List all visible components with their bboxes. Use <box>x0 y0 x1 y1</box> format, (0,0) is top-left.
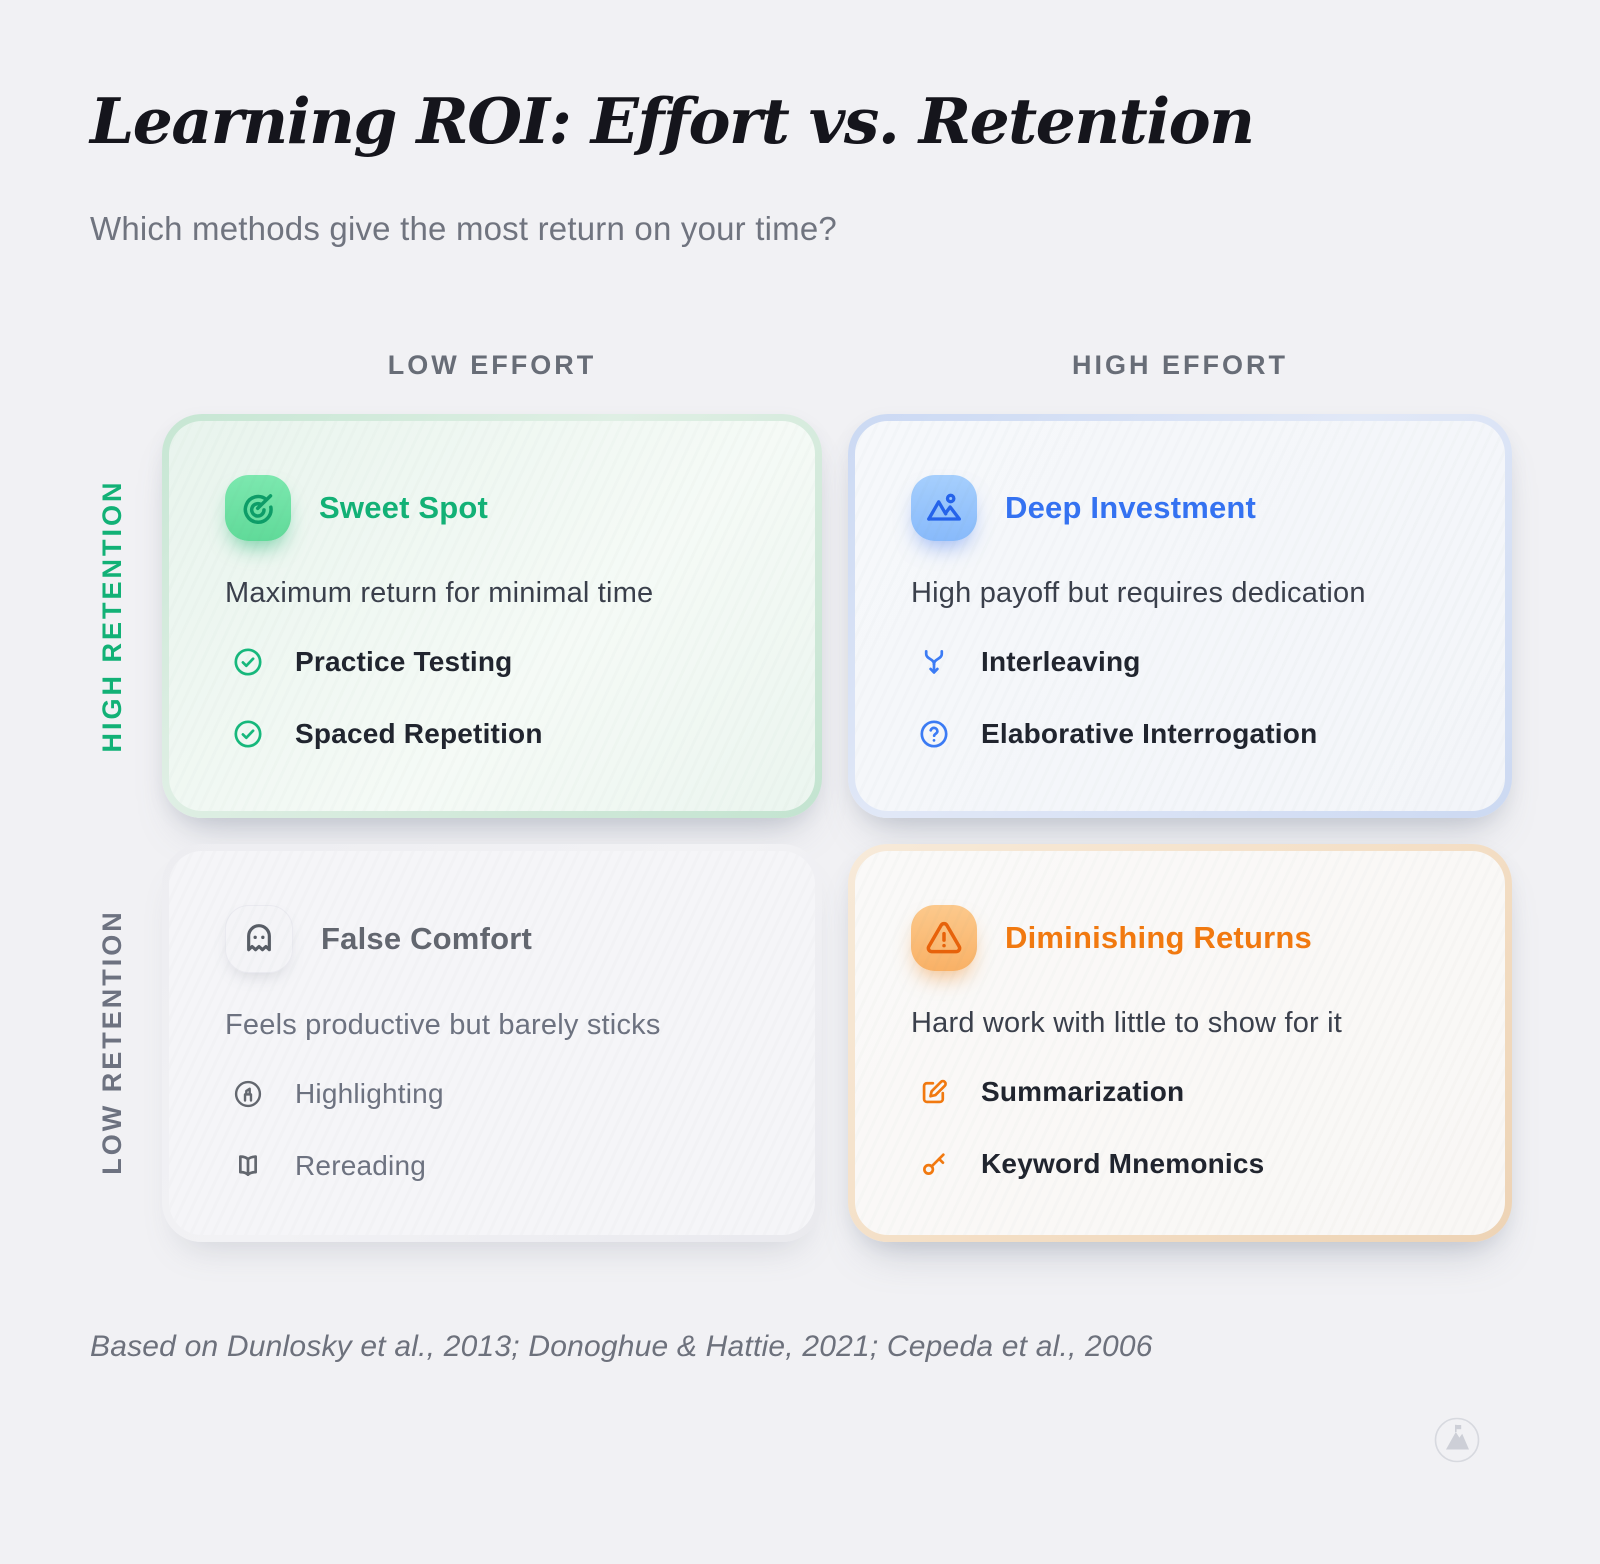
quadrant-card-deep-investment: Deep Investment High payoff but requires… <box>848 414 1512 818</box>
quadrant-card-sweet-spot: Sweet Spot Maximum return for minimal ti… <box>162 414 822 818</box>
source-citation: Based on Dunlosky et al., 2013; Donoghue… <box>90 1330 1153 1363</box>
check-circle-icon <box>234 648 262 676</box>
edit-note-icon <box>922 1079 947 1104</box>
quadrant-description: Feels productive but barely sticks <box>225 1009 661 1041</box>
quadrant-header: Deep Investment <box>911 475 1449 541</box>
item-label: Highlighting <box>295 1078 444 1109</box>
quadrant-card-false-comfort: False Comfort Feels productive but barel… <box>162 844 822 1242</box>
target-icon <box>225 475 291 541</box>
list-item: Interleaving <box>911 640 1449 684</box>
item-label: Spaced Repetition <box>295 718 543 749</box>
ghost-icon <box>225 905 293 973</box>
quadrant-title: Diminishing Returns <box>1005 920 1312 955</box>
quadrant-header: Diminishing Returns <box>911 905 1449 971</box>
quadrant-card-diminishing-returns: Diminishing Returns Hard work with littl… <box>848 844 1512 1242</box>
quadrant-description: High payoff but requires dedication <box>911 577 1366 609</box>
page-subtitle: Which methods give the most return on yo… <box>90 210 837 247</box>
page-title: Learning ROI: Effort vs. Retention <box>90 84 1255 158</box>
quadrant-header: Sweet Spot <box>225 475 759 541</box>
item-label: Elaborative Interrogation <box>981 718 1318 749</box>
check-circle-icon <box>234 720 262 748</box>
help-circle-icon <box>920 720 948 748</box>
highlighter-icon <box>234 1080 262 1108</box>
item-label: Summarization <box>981 1076 1185 1107</box>
column-header-low-effort: LOW EFFORT <box>387 350 597 380</box>
list-item: Practice Testing <box>225 640 759 684</box>
column-header-high-effort: HIGH EFFORT <box>1072 350 1288 380</box>
quadrant-header: False Comfort <box>225 905 759 973</box>
key-icon <box>923 1153 945 1175</box>
quadrant-description: Maximum return for minimal time <box>225 577 654 609</box>
list-item: Elaborative Interrogation <box>911 712 1449 756</box>
book-open-icon <box>239 1155 257 1176</box>
item-label: Keyword Mnemonics <box>981 1148 1265 1179</box>
list-item: Spaced Repetition <box>225 712 759 756</box>
warning-triangle-icon <box>911 905 977 971</box>
list-item: Rereading <box>225 1144 759 1188</box>
list-item: Keyword Mnemonics <box>911 1142 1449 1186</box>
list-item: Highlighting <box>225 1072 759 1116</box>
item-label: Rereading <box>295 1150 426 1181</box>
item-label: Practice Testing <box>295 646 513 677</box>
quadrant-title: False Comfort <box>321 921 533 956</box>
quadrant-description: Hard work with little to show for it <box>911 1007 1343 1039</box>
merge-arrow-icon <box>924 650 944 674</box>
row-label-low-retention: LOW RETENTION <box>97 909 127 1175</box>
quadrant-title: Sweet Spot <box>319 490 489 525</box>
mountain-flag-logo <box>1434 1417 1480 1463</box>
mountain-sun-icon <box>911 475 977 541</box>
quadrant-title: Deep Investment <box>1005 490 1257 525</box>
item-label: Interleaving <box>981 646 1141 677</box>
list-item: Summarization <box>911 1070 1449 1114</box>
row-label-high-retention: HIGH RETENTION <box>97 479 127 753</box>
